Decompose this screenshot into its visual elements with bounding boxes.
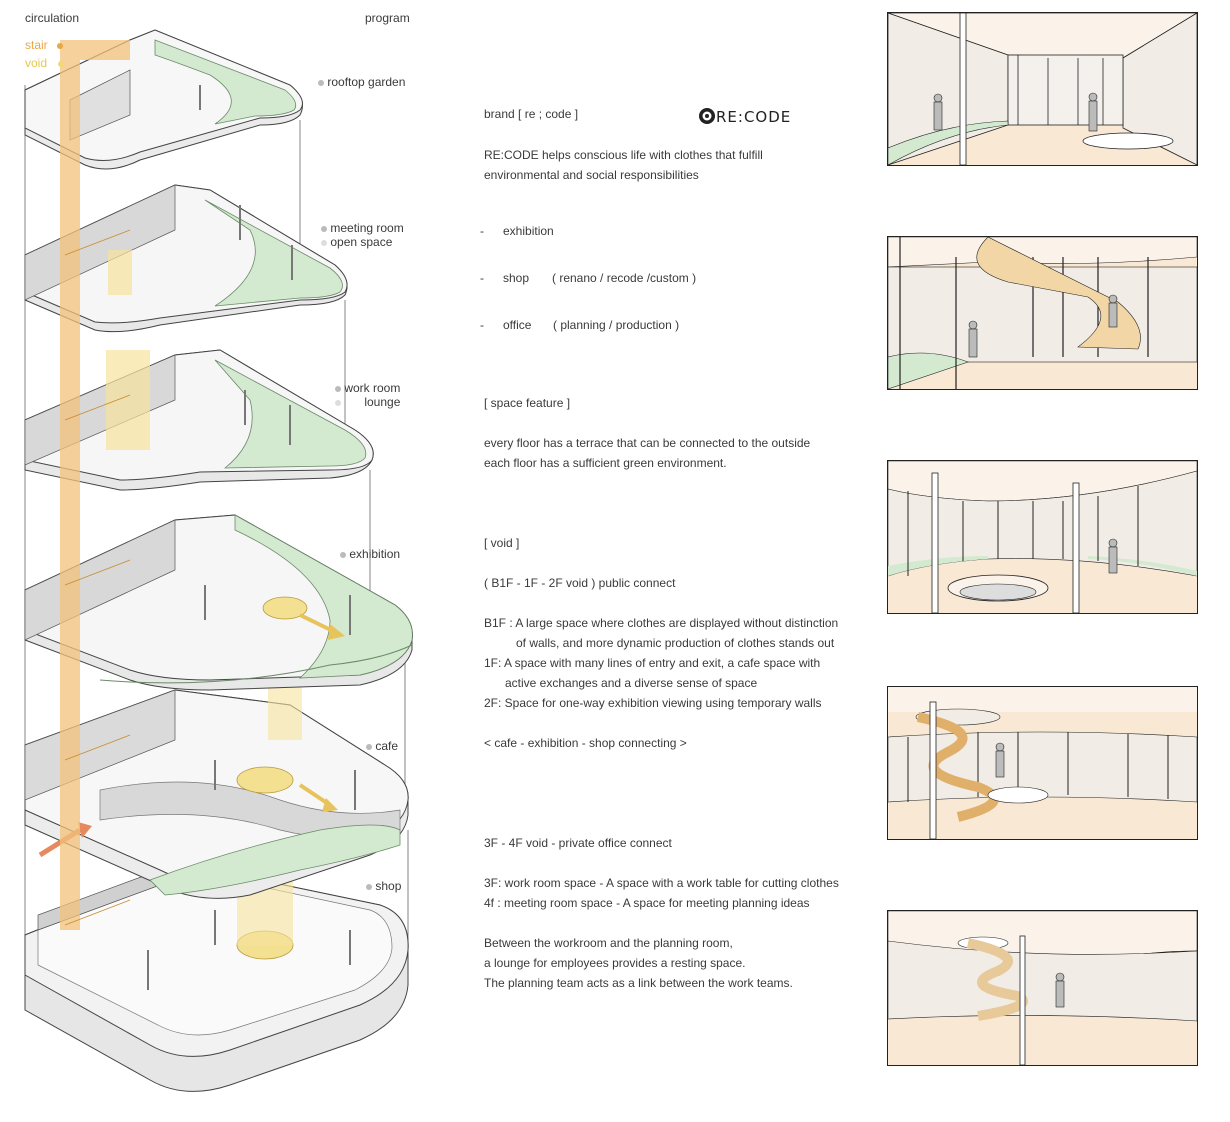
recode-logo-icon: [699, 108, 715, 124]
label-open-space-text: open space: [330, 235, 393, 249]
legend-void: void: [25, 53, 65, 73]
brand-heading: brand [ re ; code ]: [484, 107, 579, 121]
void-1f-1: 1F: A space with many lines of entry and…: [484, 656, 821, 670]
legend-stair: stair: [25, 35, 64, 55]
label-meeting-text: meeting room: [330, 221, 404, 235]
space-feature-line-2: each floor has a sufficient green enviro…: [484, 456, 727, 470]
brand-logo: RE:CODE: [698, 107, 791, 126]
void-title: [ void ]: [484, 536, 520, 550]
label-rooftop: rooftop garden: [318, 72, 405, 92]
label-lounge-text: lounge: [364, 395, 401, 409]
dot-icon: [366, 743, 372, 750]
label-work-room-text: work room: [344, 381, 401, 395]
list-label: exhibition: [503, 224, 554, 238]
void-b1f-2: of walls, and more dynamic production of…: [516, 636, 835, 650]
void-lounge-1: Between the workroom and the planning ro…: [484, 936, 733, 950]
floor-cafe: [24, 665, 409, 899]
dot-icon: [318, 79, 324, 86]
dot-icon: [340, 551, 346, 558]
legend-circulation: circulation: [25, 11, 80, 25]
label-cafe-text: cafe: [375, 739, 399, 753]
void-private: 3F - 4F void - private office connect: [484, 836, 672, 850]
label-exhibition: exhibition: [340, 544, 400, 564]
axonometric-diagram: [24, 29, 413, 1092]
perspective-cafe: [887, 686, 1198, 840]
list-dash: -: [480, 271, 484, 285]
void-2f: 2F: Space for one-way exhibition viewing…: [484, 696, 822, 710]
label-lounge: lounge: [335, 392, 400, 412]
dot-icon: [366, 883, 372, 890]
list-item: - exhibition: [480, 221, 554, 241]
list-item: - office ( planning / production ): [480, 315, 780, 335]
void-dot-icon: [58, 60, 65, 67]
floor-workroom: [24, 349, 374, 491]
void-4f: 4f : meeting room space - A space for me…: [484, 896, 810, 910]
perspective-exhibition: [887, 460, 1198, 614]
void-connecting: < cafe - exhibition - shop connecting >: [484, 736, 687, 750]
perspective-meeting: [887, 236, 1198, 390]
dot-icon: [321, 225, 327, 232]
perspective-lounge: [887, 910, 1198, 1066]
list-dash: -: [480, 224, 484, 238]
legend-void-label: void: [25, 56, 48, 70]
dot-icon: [321, 239, 327, 246]
legend-stair-label: stair: [25, 38, 48, 52]
void-lounge-3: The planning team acts as a link between…: [484, 976, 793, 990]
space-feature-line-1: every floor has a terrace that can be co…: [484, 436, 811, 450]
brand-desc-2: environmental and social responsibilitie…: [484, 168, 699, 182]
dot-icon: [335, 385, 341, 392]
list-dash: -: [480, 318, 484, 332]
brand-logo-text: RE:CODE: [716, 108, 792, 126]
label-work-room: work room: [335, 378, 400, 398]
void-3f: 3F: work room space - A space with a wor…: [484, 876, 839, 890]
stair-dot-icon: [57, 42, 64, 49]
list-label: shop: [503, 271, 530, 285]
list-item: - shop ( renano / recode /custom ): [480, 268, 780, 288]
void-public: ( B1F - 1F - 2F void ) public connect: [484, 576, 676, 590]
label-shop: shop: [366, 876, 401, 896]
perspective-rooftop: [887, 12, 1198, 166]
label-exhibition-text: exhibition: [349, 547, 401, 561]
label-shop-text: shop: [375, 879, 402, 893]
list-label: office: [503, 318, 532, 332]
list-detail: ( renano / recode /custom ): [552, 271, 697, 285]
label-meeting: meeting room: [321, 218, 404, 238]
void-b1f-1: B1F : A large space where clothes are di…: [484, 616, 839, 630]
stair-shaft: [60, 40, 130, 930]
label-open-space: open space: [321, 232, 392, 252]
dot-icon: [335, 399, 341, 406]
label-cafe: cafe: [366, 736, 398, 756]
legend-program: program: [365, 11, 410, 25]
void-1f-2: active exchanges and a diverse sense of …: [505, 676, 758, 690]
space-feature-title: [ space feature ]: [484, 396, 571, 410]
floor-rooftop: [24, 29, 303, 170]
brand-desc-1: RE:CODE helps conscious life with clothe…: [484, 148, 763, 162]
void-lounge-2: a lounge for employees provides a restin…: [484, 956, 746, 970]
floor-exhibition: [24, 514, 413, 691]
list-detail: ( planning / production ): [553, 318, 680, 332]
label-rooftop-text: rooftop garden: [327, 75, 406, 89]
floor-shop: [24, 869, 409, 1092]
